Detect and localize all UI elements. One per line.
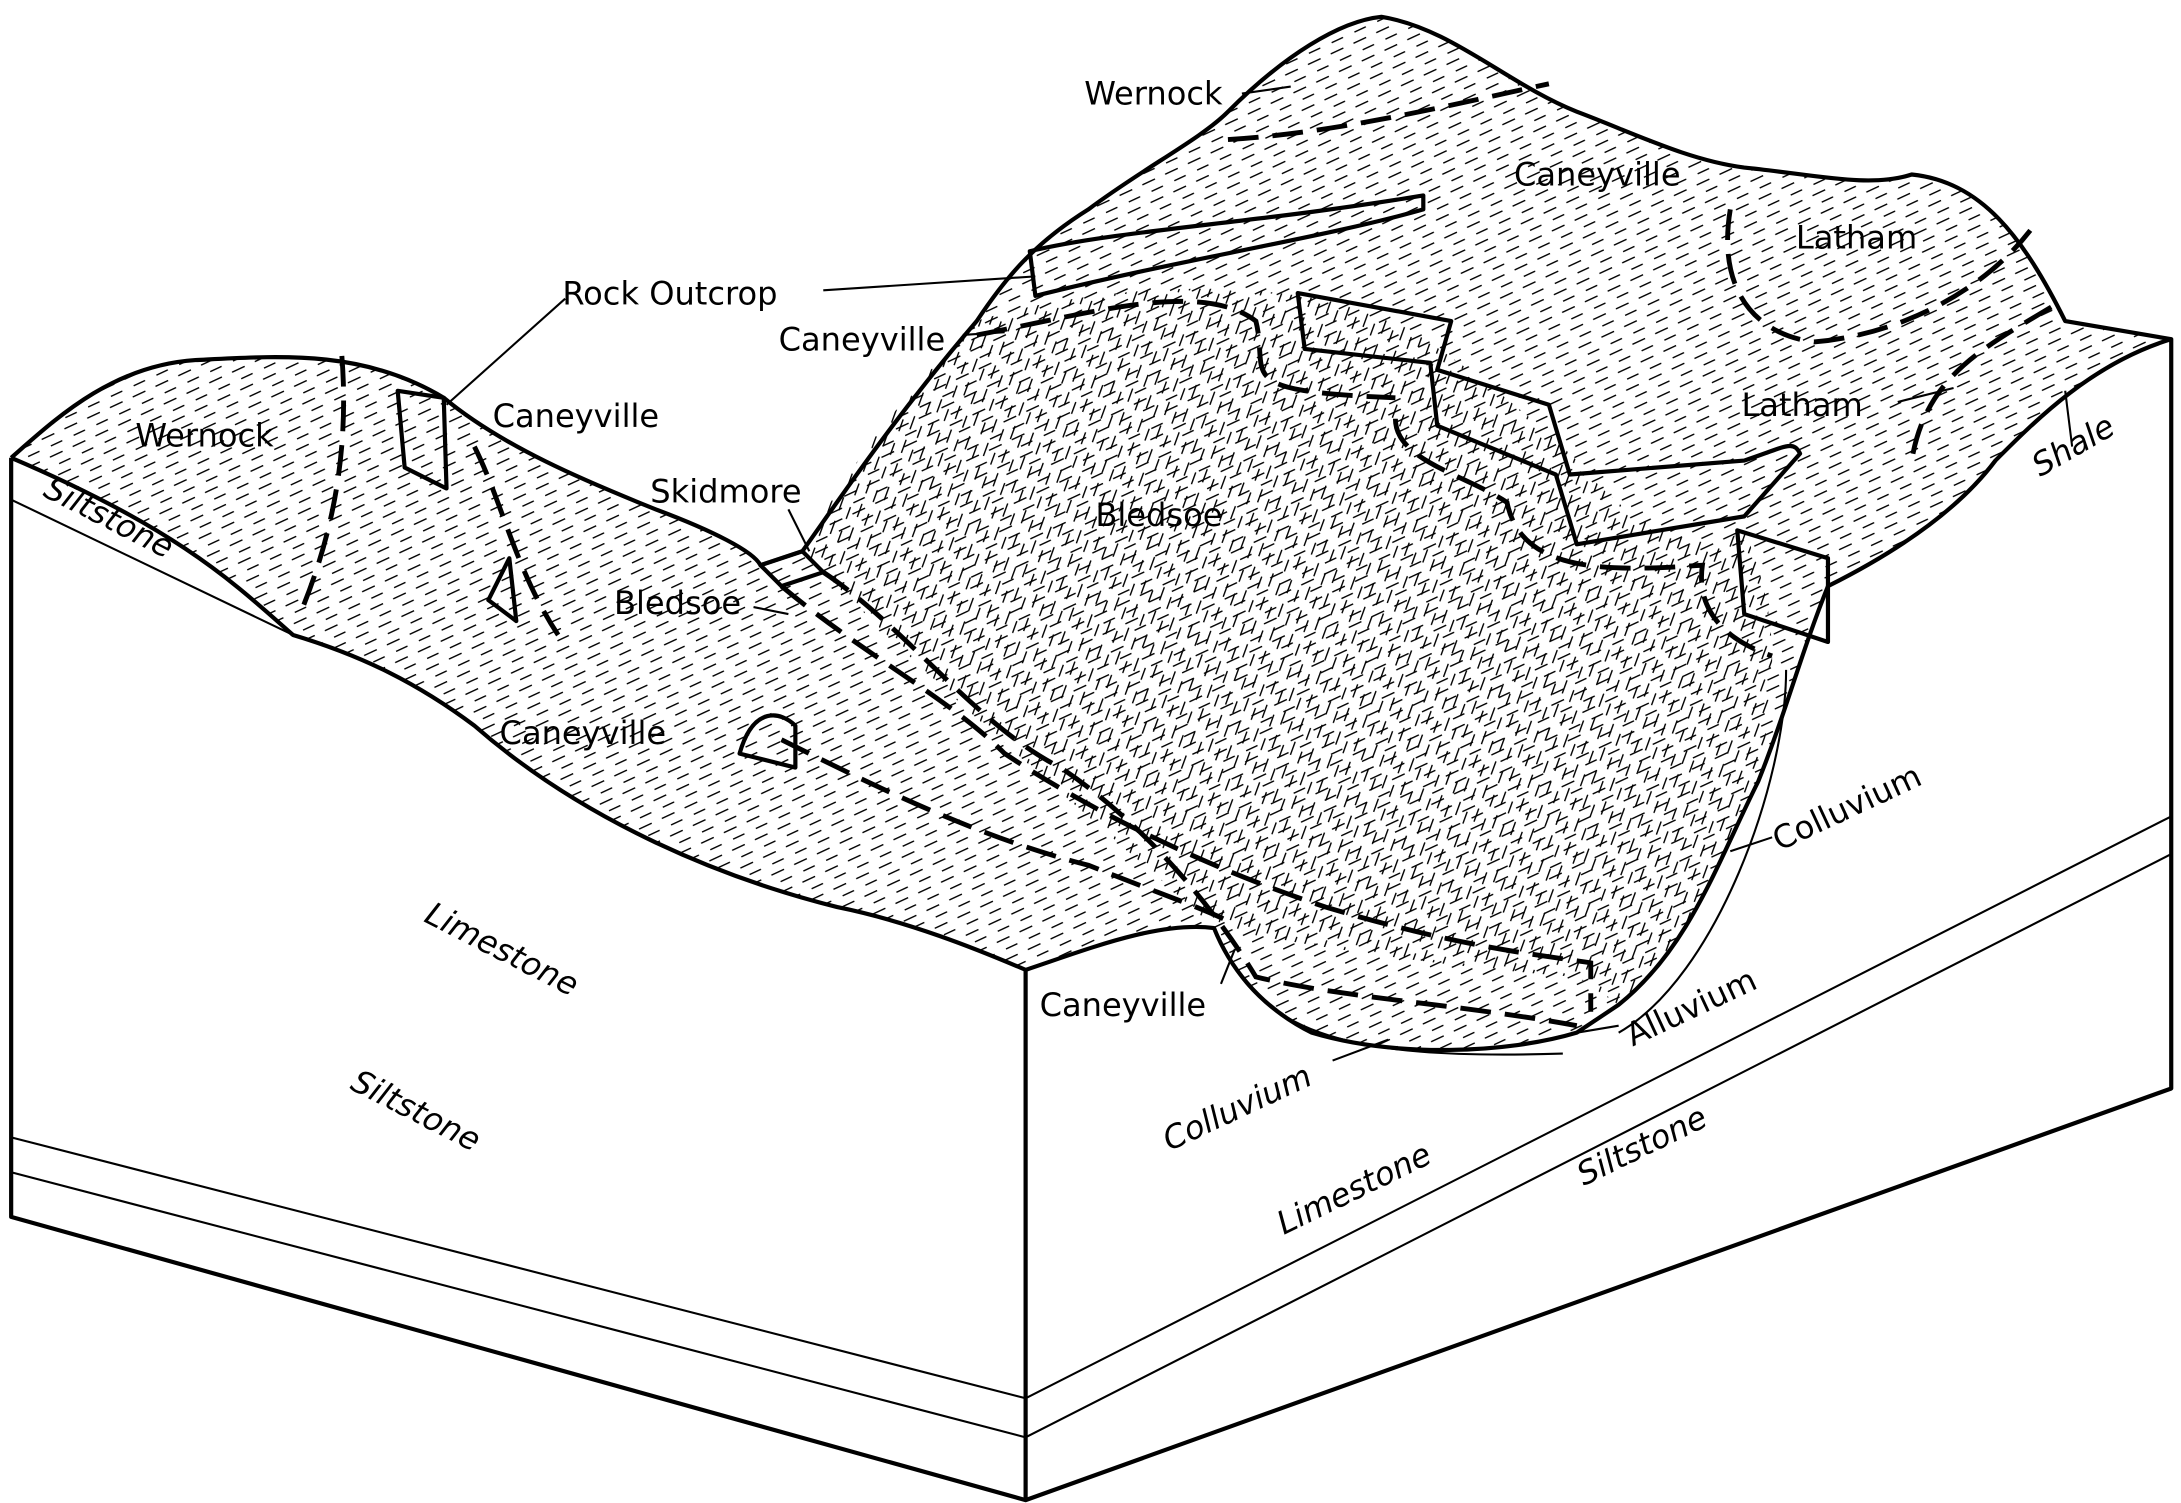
block-outline xyxy=(9,14,2174,1503)
label-colluvium-lower: Colluvium xyxy=(1157,1057,1318,1159)
label-colluvium-right: Colluvium xyxy=(1766,757,1927,859)
label-latham-mid: Latham xyxy=(1741,386,1862,424)
label-wernock-left: Wernock xyxy=(135,417,274,455)
label-siltstone-right: Siltstone xyxy=(1571,1098,1713,1193)
label-limestone-left: Limestone xyxy=(419,894,585,1004)
leader-lines xyxy=(445,85,2074,1062)
label-caneyville-left: Caneyville xyxy=(493,397,660,435)
label-siltstone-left: Siltstone xyxy=(345,1062,487,1159)
label-bledsoe-left: Bledsoe xyxy=(614,584,741,622)
label-caneyville-valley: Caneyville xyxy=(1040,986,1207,1024)
terrain-surface xyxy=(11,16,2172,1050)
rock-outcrops xyxy=(395,193,1831,770)
label-rock-outcrop: Rock Outcrop xyxy=(562,274,777,312)
label-latham-top: Latham xyxy=(1796,218,1917,256)
label-skidmore: Skidmore xyxy=(650,472,801,510)
label-caneyville-top: Caneyville xyxy=(1514,156,1681,194)
soil-boundaries xyxy=(297,81,2053,1029)
label-bledsoe-slope: Bledsoe xyxy=(1095,496,1222,534)
label-wernock-top: Wernock xyxy=(1084,75,1223,113)
label-caneyville-lower-left: Caneyville xyxy=(500,714,667,752)
label-caneyville-upper-left: Caneyville xyxy=(779,320,946,358)
label-limestone-right: Limestone xyxy=(1271,1135,1438,1242)
